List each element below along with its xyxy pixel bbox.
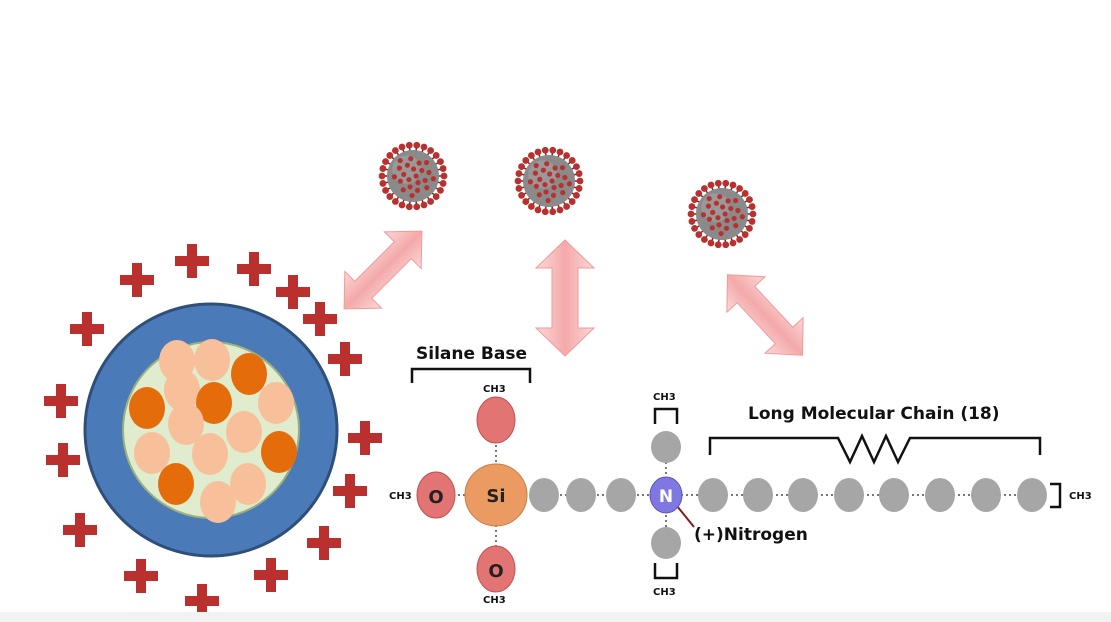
double-arrow-icon — [534, 239, 596, 357]
particle-dot — [158, 463, 194, 505]
long-chain-label: Long Molecular Chain (18) — [748, 404, 1000, 424]
carbon-atom — [529, 478, 559, 512]
oxygen-left-label: O — [428, 487, 443, 508]
plus-icon — [303, 302, 337, 336]
plus-icon — [120, 263, 154, 297]
plus-icon — [44, 384, 78, 418]
ch3-label: CH3 — [389, 491, 412, 502]
plus-icon — [175, 244, 209, 278]
nitrogen-label: (+)Nitrogen — [694, 525, 808, 545]
chain-carbon-atom — [788, 478, 818, 512]
plus-icon — [348, 421, 382, 455]
methyl-carbon-top — [651, 431, 681, 463]
ch3-label: CH3 — [653, 587, 676, 598]
ch3-label: CH3 — [1069, 491, 1092, 502]
ch3-label: CH3 — [483, 595, 506, 606]
particle-dot — [258, 382, 294, 424]
plus-icon — [70, 312, 104, 346]
positive-charges — [44, 244, 382, 618]
plus-icon — [307, 526, 341, 560]
chain-carbon-atom — [925, 478, 955, 512]
particle-dot — [194, 339, 230, 381]
particle-dot — [230, 463, 266, 505]
oxygen-atom-top — [476, 396, 516, 444]
methyl-bracket-bottom — [653, 563, 679, 580]
silicon-label: Si — [486, 486, 505, 507]
coated-particle — [83, 302, 339, 558]
nitrogen-pointer — [676, 505, 695, 528]
chain-carbon-atom — [834, 478, 864, 512]
virus-icon — [687, 179, 757, 249]
plus-icon — [185, 584, 219, 618]
plus-icon — [254, 558, 288, 592]
chain-carbon-atom — [971, 478, 1001, 512]
plus-icon — [333, 474, 367, 508]
ch3-label: CH3 — [483, 384, 506, 395]
plus-icon — [63, 513, 97, 547]
methyl-carbon-bottom — [651, 527, 681, 559]
oxygen-bottom-label: O — [488, 561, 503, 582]
particle-dot — [168, 403, 204, 445]
bottom-strip — [0, 612, 1111, 622]
oxygen-atom-left — [416, 471, 456, 519]
particle-dot — [200, 481, 236, 523]
particle-dot — [134, 432, 170, 474]
silane-base-label: Silane Base — [416, 344, 527, 364]
double-arrow-icon — [343, 230, 423, 310]
ch3-label: CH3 — [653, 392, 676, 403]
particle-dot — [164, 369, 200, 411]
carbon-atom — [566, 478, 596, 512]
chain-carbon-atom — [743, 478, 773, 512]
chain-carbon-atom — [1017, 478, 1047, 512]
plus-icon — [237, 252, 271, 286]
plus-icon — [276, 275, 310, 309]
chain-carbon-atom — [879, 478, 909, 512]
double-arrow-icon — [726, 274, 804, 356]
carbon-atom — [606, 478, 636, 512]
brackets — [410, 367, 1062, 580]
plus-icon — [328, 342, 362, 376]
nitrogen-atom-label: N — [659, 487, 673, 507]
particle-dot — [129, 387, 165, 429]
virus-icon — [514, 146, 584, 216]
plus-icon — [124, 559, 158, 593]
methyl-bracket-top — [653, 407, 679, 424]
nitrogen-atom — [649, 476, 683, 514]
virus-icon — [378, 141, 448, 211]
silicon-atom — [464, 463, 528, 527]
particle-dot — [261, 431, 297, 473]
particle-dot — [226, 411, 262, 453]
particle-dot — [192, 433, 228, 475]
chain-carbon-atom — [698, 478, 728, 512]
silane-base-bracket — [410, 367, 532, 383]
plus-icon — [46, 443, 80, 477]
particle-dot — [231, 353, 267, 395]
oxygen-atom-bottom — [476, 545, 516, 593]
particle-dot — [196, 382, 232, 424]
molecule-atoms: O Si O N — [416, 396, 1047, 593]
particle-dots — [129, 339, 297, 523]
chain-end-bracket — [1050, 482, 1062, 509]
long-chain-bracket — [708, 433, 1042, 465]
